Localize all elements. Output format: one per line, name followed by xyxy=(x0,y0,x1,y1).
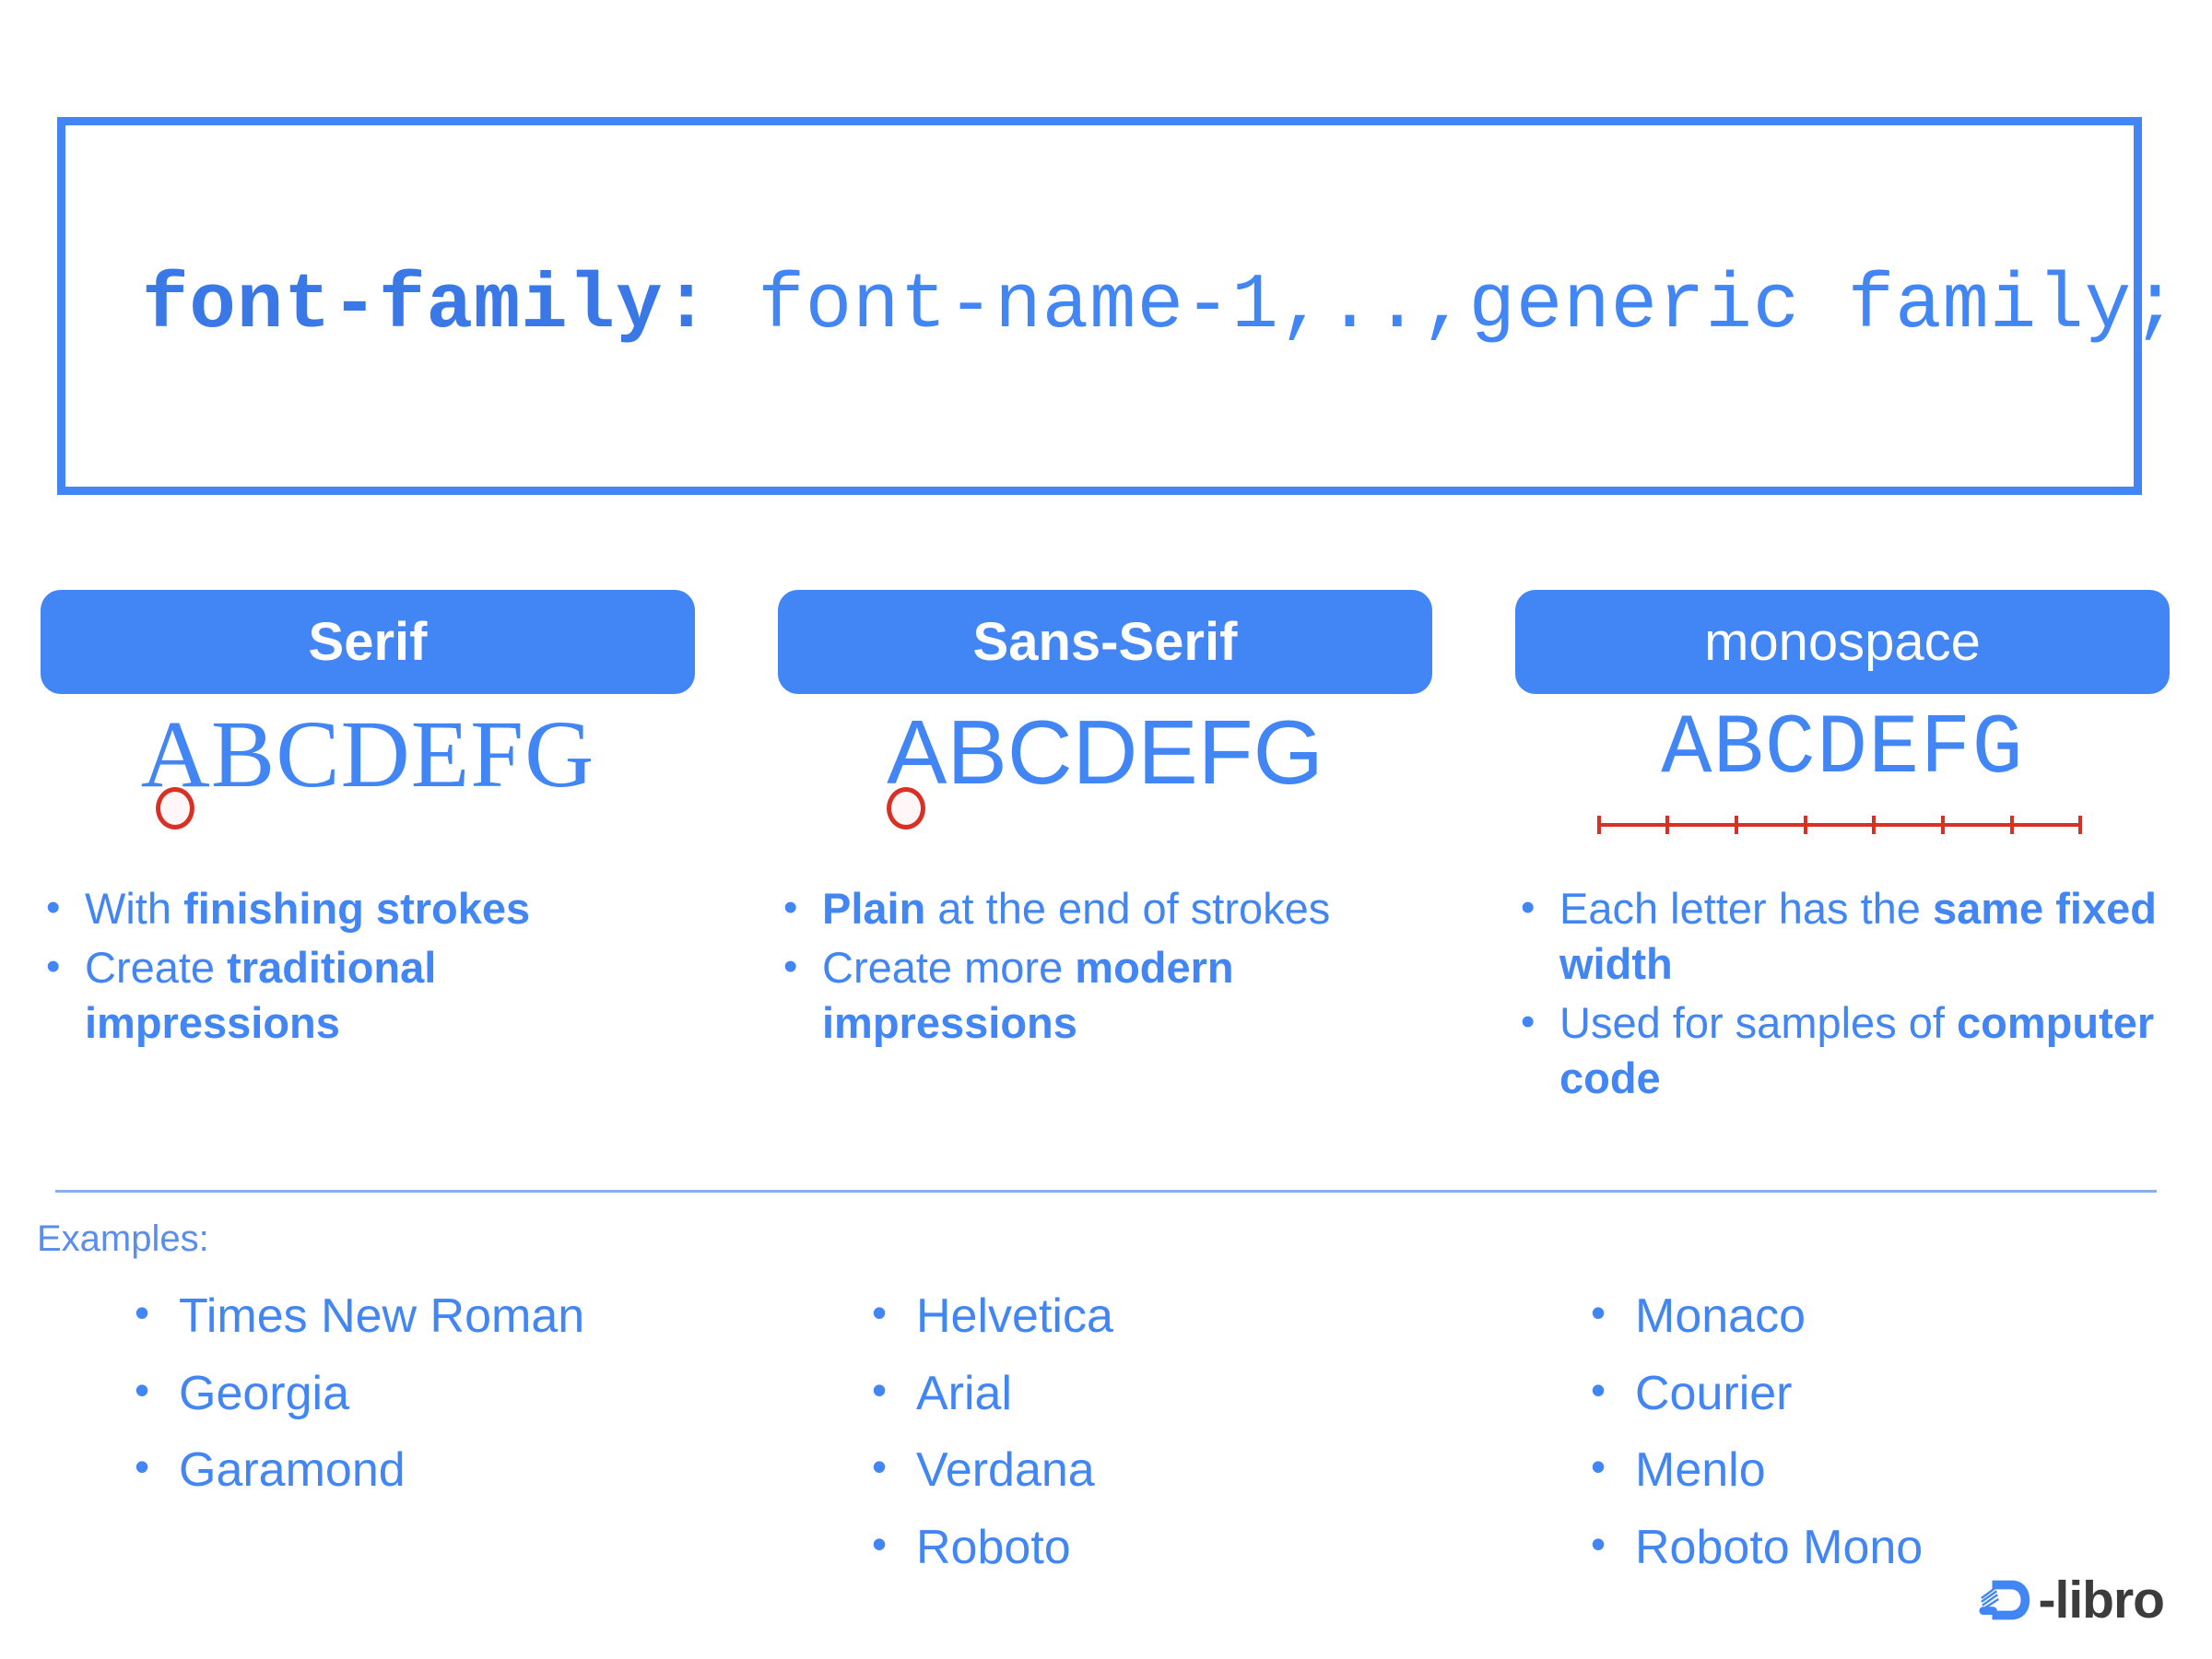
bullets-sans-serif: • Plain at the end of strokes • Create mor… xyxy=(778,881,1432,1051)
bullet-text: Create more modern impressions xyxy=(822,943,1234,1048)
bullet-item: • Plain at the end of strokes xyxy=(778,881,1432,936)
css-property-name: font-family: xyxy=(142,262,711,350)
bullet-dot-icon: • xyxy=(872,1365,888,1414)
pill-serif[interactable]: Serif xyxy=(41,590,695,694)
column-serif: Serif ABCDEFG • With finishing strokes • C… xyxy=(0,590,737,1111)
bullet-text: Used for samples of computer code xyxy=(1559,998,2155,1103)
css-syntax-box: font-family: font-name-1,..,generic fami… xyxy=(57,117,2179,495)
example-name: Roboto Mono xyxy=(1635,1520,1924,1574)
example-name: Georgia xyxy=(179,1366,349,1420)
bullet-text: Plain at the end of strokes xyxy=(822,884,1331,933)
list-item: • Verdana xyxy=(866,1440,1475,1501)
bullet-dot-icon: • xyxy=(1521,999,1535,1045)
bullet-item: • With finishing strokes xyxy=(41,881,695,936)
example-list-monospace: • Monaco • Courier • Menlo • Roboto Mono xyxy=(1585,1286,2212,1578)
serif-foot-circle-icon xyxy=(156,787,194,830)
bullet-dot-icon: • xyxy=(872,1442,888,1491)
pill-sans-serif[interactable]: Sans-Serif xyxy=(778,590,1432,694)
column-monospace: monospace ABCDEFG • Each letter has the s… xyxy=(1475,590,2212,1111)
example-name: Arial xyxy=(916,1366,1013,1420)
bullet-dot-icon: • xyxy=(1591,1365,1606,1414)
sample-wrap-sans-serif: ABCDEFG xyxy=(778,694,1432,868)
bullets-monospace: • Each letter has the same fixed width • U… xyxy=(1515,881,2170,1107)
bullet-dot-icon: • xyxy=(783,884,798,930)
example-name: Courier xyxy=(1635,1366,1793,1420)
examples-column-sans-serif: • Helvetica • Arial • Verdana • Roboto xyxy=(737,1286,1475,1594)
bullet-dot-icon: • xyxy=(1591,1442,1606,1491)
example-list-sans-serif: • Helvetica • Arial • Verdana • Roboto xyxy=(866,1286,1475,1578)
bullet-dot-icon: • xyxy=(46,944,61,990)
list-item: • Georgia xyxy=(129,1363,737,1425)
bullet-dot-icon: • xyxy=(135,1365,150,1414)
bullet-dot-icon: • xyxy=(872,1288,888,1336)
example-name: Times New Roman xyxy=(179,1289,585,1343)
list-item: • Roboto Mono xyxy=(1585,1517,2212,1579)
list-item: • Arial xyxy=(866,1363,1475,1425)
bullet-dot-icon: • xyxy=(1591,1288,1606,1336)
list-item: • Courier xyxy=(1585,1363,2212,1425)
bullet-dot-icon: • xyxy=(46,884,61,930)
bullet-item: • Create traditional impressions xyxy=(41,940,695,1051)
bullet-dot-icon: • xyxy=(135,1288,150,1336)
examples-column-serif: • Times New Roman • Georgia • Garamond xyxy=(0,1286,737,1594)
bullet-item: • Create more modern impressions xyxy=(778,940,1432,1051)
bullet-item: • Used for samples of computer code xyxy=(1515,995,2170,1106)
alphabet-sample-serif: ABCDEFG xyxy=(140,701,595,807)
section-divider xyxy=(55,1190,2157,1193)
example-list-serif: • Times New Roman • Georgia • Garamond xyxy=(129,1286,737,1501)
bullets-serif: • With finishing strokes • Create traditio… xyxy=(41,881,695,1051)
list-item: • Times New Roman xyxy=(129,1286,737,1347)
font-family-columns: Serif ABCDEFG • With finishing strokes • C… xyxy=(0,590,2212,1111)
logo-wordmark: -libro xyxy=(2038,1570,2165,1630)
fixed-width-ruler-icon xyxy=(1597,816,2082,834)
bullet-text: Create traditional impressions xyxy=(85,943,437,1048)
list-item: • Menlo xyxy=(1585,1440,2212,1501)
column-sans-serif: Sans-Serif ABCDEFG • Plain at the end of … xyxy=(737,590,1475,1111)
sample-wrap-monospace: ABCDEFG xyxy=(1515,694,2170,868)
example-name: Monaco xyxy=(1635,1289,1806,1343)
list-item: • Roboto xyxy=(866,1517,1475,1579)
examples-row: • Times New Roman • Georgia • Garamond • Hel… xyxy=(0,1286,2212,1594)
css-property-value: font-name-1,..,generic family; xyxy=(710,262,2180,350)
bullet-text: Each letter has the same fixed width xyxy=(1559,884,2157,989)
example-name: Menlo xyxy=(1635,1443,1766,1498)
alphabet-sample-sans-serif: ABCDEFG xyxy=(887,701,1324,803)
bullet-dot-icon: • xyxy=(1521,884,1535,930)
bullet-dot-icon: • xyxy=(872,1519,888,1568)
sample-wrap-serif: ABCDEFG xyxy=(41,694,695,868)
plain-stroke-circle-icon xyxy=(887,787,925,830)
bullet-dot-icon: • xyxy=(783,944,798,990)
list-item: • Helvetica xyxy=(866,1286,1475,1347)
brand-logo: -libro xyxy=(1978,1567,2165,1633)
alphabet-sample-monospace: ABCDEFG xyxy=(1661,700,2024,797)
bullet-dot-icon: • xyxy=(1591,1519,1606,1568)
example-name: Helvetica xyxy=(916,1289,1113,1343)
example-name: Roboto xyxy=(916,1520,1071,1574)
examples-label: Examples: xyxy=(37,1218,209,1259)
bullet-text: With finishing strokes xyxy=(85,884,531,933)
list-item: • Monaco xyxy=(1585,1286,2212,1347)
example-name: Verdana xyxy=(916,1443,1095,1498)
bullet-dot-icon: • xyxy=(135,1442,150,1491)
examples-column-monospace: • Monaco • Courier • Menlo • Roboto Mono xyxy=(1475,1286,2212,1594)
pill-monospace[interactable]: monospace xyxy=(1515,590,2170,694)
list-item: • Garamond xyxy=(129,1440,737,1501)
css-syntax-line: font-family: font-name-1,..,generic fami… xyxy=(142,263,2180,350)
bullet-item: • Each letter has the same fixed width xyxy=(1515,881,2170,992)
d-libro-book-icon xyxy=(1978,1580,2030,1620)
example-name: Garamond xyxy=(179,1443,406,1498)
